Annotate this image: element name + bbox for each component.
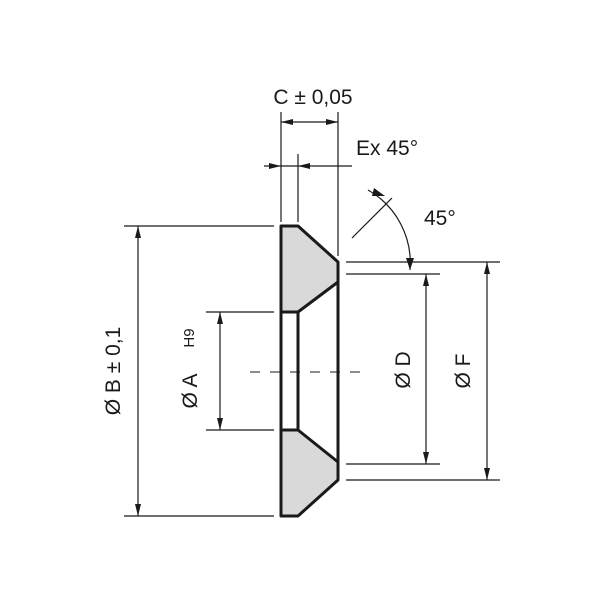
- dim-b: Ø B ± 0,1: [102, 225, 274, 517]
- dim-e: Ex 45°: [264, 137, 418, 222]
- dim-e-label: Ex 45°: [356, 137, 418, 160]
- upper-section-fill: [281, 226, 338, 312]
- washer-section: [279, 224, 340, 518]
- washer-outline: [279, 224, 340, 518]
- angle-label: 45°: [424, 207, 456, 230]
- dim-d: Ø D: [346, 273, 440, 465]
- dim-d-label: Ø D: [392, 351, 415, 388]
- dim-f-label: Ø F: [452, 354, 475, 389]
- dim-a-tolerance: H9: [181, 328, 198, 347]
- dim-c-label: C ± 0,05: [273, 86, 352, 109]
- dim-f: Ø F: [346, 261, 500, 481]
- lower-section-fill: [281, 430, 338, 516]
- dim-c: C ± 0,05: [273, 86, 353, 256]
- dim-angle: 45°: [351, 188, 456, 271]
- dim-a-label: Ø A: [179, 373, 202, 408]
- dim-a: Ø A H9: [179, 311, 274, 431]
- dim-b-label: Ø B ± 0,1: [102, 327, 125, 416]
